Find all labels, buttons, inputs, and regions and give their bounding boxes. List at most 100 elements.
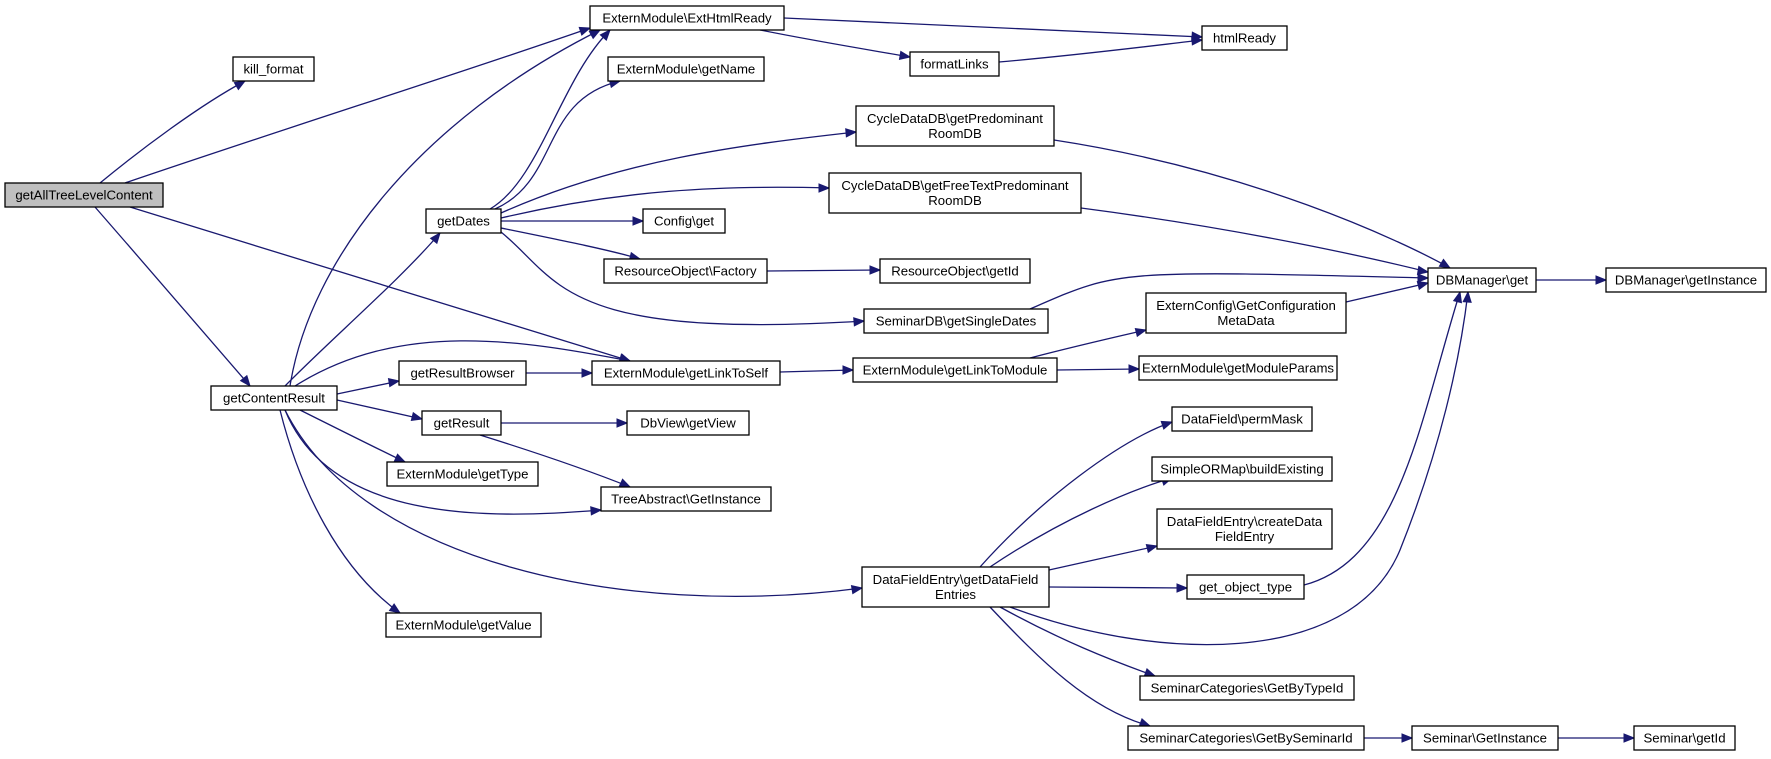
arrowhead-icon — [581, 368, 594, 378]
node-getcontentresult[interactable]: getContentResult — [210, 385, 338, 411]
node-getbytypeid[interactable]: SeminarCategories\GetByTypeId — [1139, 675, 1355, 701]
edge-dbmanagerget-to-dbmanagergetinstance — [1536, 275, 1608, 285]
node-label: ExternModule\getLinkToSelf — [604, 366, 769, 381]
node-seminargetinstance[interactable]: Seminar\GetInstance — [1411, 725, 1559, 751]
node-label: getAllTreeLevelContent — [15, 188, 153, 203]
node-label: htmlReady — [1213, 31, 1276, 46]
node-box — [861, 566, 1050, 608]
edge-getdates-to-resourcefactory — [500, 227, 642, 262]
node-permmask[interactable]: DataField\permMask — [1171, 406, 1313, 432]
arrowhead-icon — [818, 183, 831, 193]
node-label: DataFieldEntry\createData — [1167, 514, 1323, 529]
node-buildexisting[interactable]: SimpleORMap\buildExisting — [1151, 456, 1333, 482]
edge-getcontentresult-to-exthtmlready — [289, 29, 602, 387]
node-exthtmlready[interactable]: ExternModule\ExtHtmlReady — [589, 5, 785, 31]
node-label: DataFieldEntry\getDataField — [873, 572, 1039, 587]
arrowhead-icon — [1145, 543, 1159, 554]
node-label: kill_format — [243, 62, 303, 77]
node-getvalue[interactable]: ExternModule\getValue — [385, 612, 542, 638]
edge-getcontentresult-to-getresultbrowser — [336, 378, 401, 395]
arrowhead-icon — [1462, 290, 1472, 303]
edge-getsingledates-to-dbmanagerget — [1029, 273, 1430, 310]
node-htmlready[interactable]: htmlReady — [1201, 25, 1288, 51]
edge-getdates-to-getsingledates — [500, 231, 866, 327]
node-getname[interactable]: ExternModule\getName — [607, 56, 765, 82]
edge-getdatafieldentries-to-getbyseminarid — [989, 606, 1152, 727]
arrowhead-icon — [429, 231, 441, 245]
node-getalltreelevelcontent[interactable]: getAllTreeLevelContent — [4, 182, 164, 208]
arrowhead-icon — [588, 29, 602, 40]
edge-getcontentresult-to-getdates — [284, 231, 441, 387]
edge-getfreetextpredominantroomdb-to-dbmanagerget — [1080, 207, 1430, 275]
node-configget[interactable]: Config\get — [642, 208, 726, 234]
node-box — [852, 357, 1058, 383]
node-dbmanagergetinstance[interactable]: DBManager\getInstance — [1605, 267, 1767, 293]
edge-getcontentresult-to-gettype — [299, 409, 407, 463]
node-label: SimpleORMap\buildExisting — [1160, 462, 1323, 477]
node-getbyseminarid[interactable]: SeminarCategories\GetBySeminarId — [1127, 725, 1365, 751]
node-formatlinks[interactable]: formatLinks — [909, 51, 1000, 77]
node-label: getContentResult — [223, 391, 325, 406]
node-getview[interactable]: DbView\getView — [626, 410, 750, 436]
edge-get-object-type-to-dbmanagerget — [1303, 290, 1463, 586]
node-getdates[interactable]: getDates — [425, 208, 502, 234]
arrowhead-icon — [1128, 364, 1141, 374]
node-kill-format[interactable]: kill_format — [232, 56, 315, 82]
arrowhead-icon — [1160, 420, 1174, 430]
node-box — [642, 208, 726, 234]
node-getmoduleparams[interactable]: ExternModule\getModuleParams — [1138, 355, 1338, 381]
node-gettype[interactable]: ExternModule\getType — [386, 461, 539, 487]
arrowhead-icon — [387, 378, 401, 388]
node-box — [863, 308, 1049, 334]
node-label: getResult — [434, 416, 490, 431]
node-resourcegetid[interactable]: ResourceObject\getId — [879, 258, 1031, 284]
node-box — [1186, 574, 1305, 600]
node-box — [232, 56, 315, 82]
node-layer: getAllTreeLevelContent kill_format getCont… — [4, 5, 1767, 751]
edge-getdatafieldentries-to-get-object-type — [1048, 583, 1189, 593]
node-label: DBManager\get — [1436, 273, 1529, 288]
node-box — [1427, 267, 1537, 293]
node-box — [1127, 725, 1365, 751]
node-label: get_object_type — [1199, 580, 1292, 595]
node-getresultbrowser[interactable]: getResultBrowser — [398, 360, 527, 386]
node-getresult[interactable]: getResult — [421, 410, 502, 436]
node-label: SeminarCategories\GetBySeminarId — [1139, 731, 1352, 746]
arrowhead-icon — [1401, 733, 1414, 743]
edge-getcontentresult-to-getdatafieldentries — [284, 409, 864, 597]
node-box — [1411, 725, 1559, 751]
arrowhead-icon — [632, 216, 645, 226]
node-getsingledates[interactable]: SeminarDB\getSingleDates — [863, 308, 1049, 334]
node-label: ExternModule\getType — [397, 467, 529, 482]
node-box — [600, 486, 772, 512]
arrowhead-icon — [1438, 258, 1452, 269]
node-dbmanagerget[interactable]: DBManager\get — [1427, 267, 1537, 293]
node-label: DbView\getView — [640, 416, 736, 431]
node-get-object-type[interactable]: get_object_type — [1186, 574, 1305, 600]
node-getlinktoself[interactable]: ExternModule\getLinkToSelf — [591, 360, 781, 386]
edge-getdates-to-getname — [494, 78, 622, 210]
node-treegetinstance[interactable]: TreeAbstract\GetInstance — [600, 486, 772, 512]
node-box — [210, 385, 338, 411]
node-resourcefactory[interactable]: ResourceObject\Factory — [603, 258, 768, 284]
edge-getdatafieldentries-to-createdatafieldentry — [1048, 543, 1159, 571]
node-getlinktomodule[interactable]: ExternModule\getLinkToModule — [852, 357, 1058, 383]
node-seminargetid[interactable]: Seminar\getId — [1633, 725, 1736, 751]
node-box — [386, 461, 539, 487]
node-box — [591, 360, 781, 386]
edge-getcontentresult-to-treegetinstance — [284, 409, 603, 516]
node-label: Entries — [935, 587, 976, 602]
node-box — [1151, 456, 1333, 482]
node-box — [398, 360, 527, 386]
edge-getdates-to-getpredominantroomdb — [500, 128, 858, 214]
arrowhead-icon — [388, 603, 402, 614]
node-box — [1171, 406, 1313, 432]
arrowhead-icon — [1623, 733, 1636, 743]
arrowhead-icon — [1176, 583, 1189, 593]
edge-seminargetinstance-to-seminargetid — [1558, 733, 1636, 743]
